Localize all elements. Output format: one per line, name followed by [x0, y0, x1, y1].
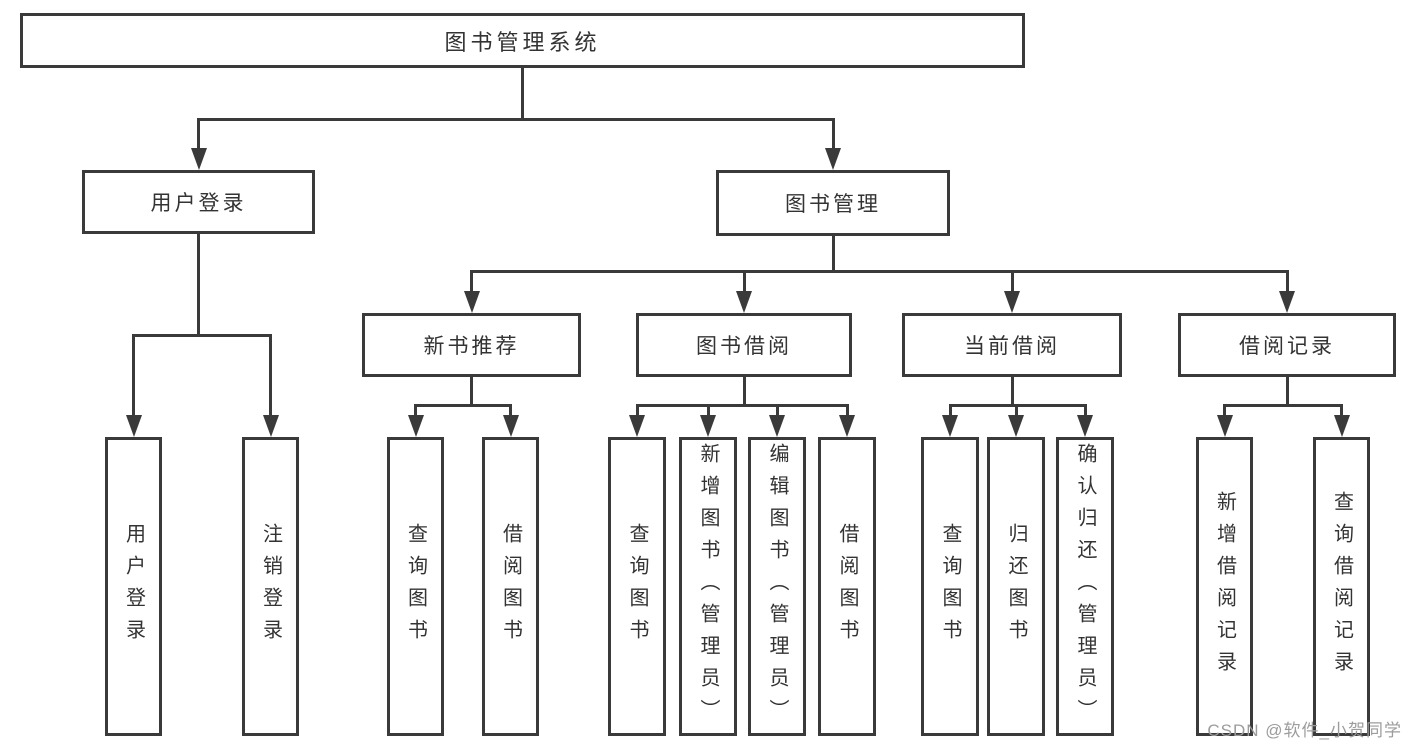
node-box-book-mgmt: 图书管理: [716, 170, 950, 236]
connector-line: [706, 405, 710, 415]
connector-line: [1010, 271, 1014, 291]
connector-line: [1014, 405, 1018, 415]
node-label-bb-borrow: 借阅图书: [836, 522, 858, 651]
node-box-new-books: 新书推荐: [362, 313, 581, 377]
connector-line: [635, 403, 849, 407]
connector-line: [414, 405, 417, 415]
node-label-nb-borrow: 借阅图书: [499, 522, 522, 651]
connector-line: [197, 117, 835, 121]
node-label-bb-edit: 编辑图书（管理员）: [766, 442, 788, 731]
arrowhead-down-icon: [1216, 415, 1233, 437]
node-label-bb-query: 查询图书: [626, 522, 648, 651]
connector-line: [521, 68, 524, 119]
arrowhead-down-icon: [502, 415, 519, 437]
node-box-cb-return: 归还图书: [987, 437, 1045, 736]
node-box-logout: 注销登录: [242, 437, 299, 736]
node-box-br-add: 新增借阅记录: [1196, 437, 1253, 736]
node-label-new-books: 新书推荐: [423, 335, 520, 358]
node-label-root: 图书管理系统: [444, 29, 601, 55]
connector-line: [1010, 377, 1014, 405]
node-label-login: 用户登录: [122, 522, 145, 651]
node-label-user-login: 用户登录: [150, 192, 247, 215]
node-box-nb-borrow: 借阅图书: [482, 437, 539, 736]
node-label-current-borrow: 当前借阅: [964, 335, 1060, 358]
connector-line: [635, 405, 639, 415]
connector-line: [132, 335, 135, 415]
node-box-bb-add: 新增图书（管理员）: [679, 437, 737, 736]
arrowhead-down-icon: [736, 291, 752, 313]
connector-line: [269, 335, 272, 415]
connector-line: [414, 403, 512, 407]
arrowhead-down-icon: [190, 148, 207, 170]
connector-line: [775, 405, 779, 415]
connector-line: [197, 119, 200, 148]
node-label-cb-confirm: 确认归还（管理员）: [1074, 442, 1096, 731]
arrowhead-down-icon: [407, 415, 424, 437]
node-label-br-add: 新增借阅记录: [1213, 490, 1236, 683]
node-label-borrow-records: 借阅记录: [1239, 335, 1335, 358]
node-box-bb-borrow: 借阅图书: [818, 437, 876, 736]
arrowhead-down-icon: [825, 148, 841, 170]
connector-line: [948, 403, 1087, 407]
connector-line: [470, 377, 473, 405]
arrowhead-down-icon: [629, 415, 645, 437]
node-box-bb-edit: 编辑图书（管理员）: [748, 437, 806, 736]
node-label-book-mgmt: 图书管理: [785, 193, 881, 216]
arrowhead-down-icon: [463, 291, 480, 313]
connector-line: [1223, 405, 1226, 415]
connector-line: [1223, 403, 1343, 407]
node-label-book-borrow: 图书借阅: [696, 335, 792, 358]
node-box-user-login: 用户登录: [82, 170, 315, 234]
node-label-cb-return: 归还图书: [1005, 522, 1027, 651]
node-label-logout: 注销登录: [259, 522, 282, 651]
connector-line: [1285, 271, 1289, 291]
node-box-nb-query: 查询图书: [387, 437, 444, 736]
node-label-br-query: 查询借阅记录: [1330, 490, 1353, 683]
connector-line: [845, 405, 849, 415]
arrowhead-down-icon: [1077, 415, 1093, 437]
arrowhead-down-icon: [769, 415, 785, 437]
connector-line: [831, 119, 835, 148]
node-box-book-borrow: 图书借阅: [636, 313, 852, 377]
connector-line: [1083, 405, 1087, 415]
connector-line: [742, 377, 746, 405]
arrowhead-down-icon: [700, 415, 716, 437]
arrowhead-down-icon: [1333, 415, 1350, 437]
node-box-cb-confirm: 确认归还（管理员）: [1056, 437, 1114, 736]
connector-line: [1285, 377, 1289, 405]
arrowhead-down-icon: [1279, 291, 1295, 313]
node-box-current-borrow: 当前借阅: [902, 313, 1122, 377]
node-box-borrow-records: 借阅记录: [1178, 313, 1396, 377]
connector-line: [509, 405, 512, 415]
connector-line: [831, 236, 835, 271]
connector-line: [132, 333, 272, 337]
connector-line: [948, 405, 952, 415]
arrowhead-down-icon: [262, 415, 279, 437]
arrowhead-down-icon: [942, 415, 958, 437]
watermark: CSDN @软件_小贺同学: [1207, 721, 1402, 740]
node-box-bb-query: 查询图书: [608, 437, 666, 736]
node-label-nb-query: 查询图书: [404, 522, 427, 651]
connector-line: [470, 271, 473, 291]
node-box-login: 用户登录: [105, 437, 162, 736]
arrowhead-down-icon: [125, 415, 142, 437]
node-box-cb-query: 查询图书: [921, 437, 979, 736]
connector-line: [742, 271, 746, 291]
arrowhead-down-icon: [1004, 291, 1020, 313]
node-box-br-query: 查询借阅记录: [1313, 437, 1370, 736]
connector-line: [470, 269, 1289, 273]
connector-line: [197, 234, 200, 335]
arrowhead-down-icon: [1008, 415, 1024, 437]
connector-line: [1340, 405, 1343, 415]
node-label-cb-query: 查询图书: [939, 522, 961, 651]
node-label-bb-add: 新增图书（管理员）: [697, 442, 719, 731]
node-box-root: 图书管理系统: [20, 13, 1025, 68]
arrowhead-down-icon: [839, 415, 855, 437]
